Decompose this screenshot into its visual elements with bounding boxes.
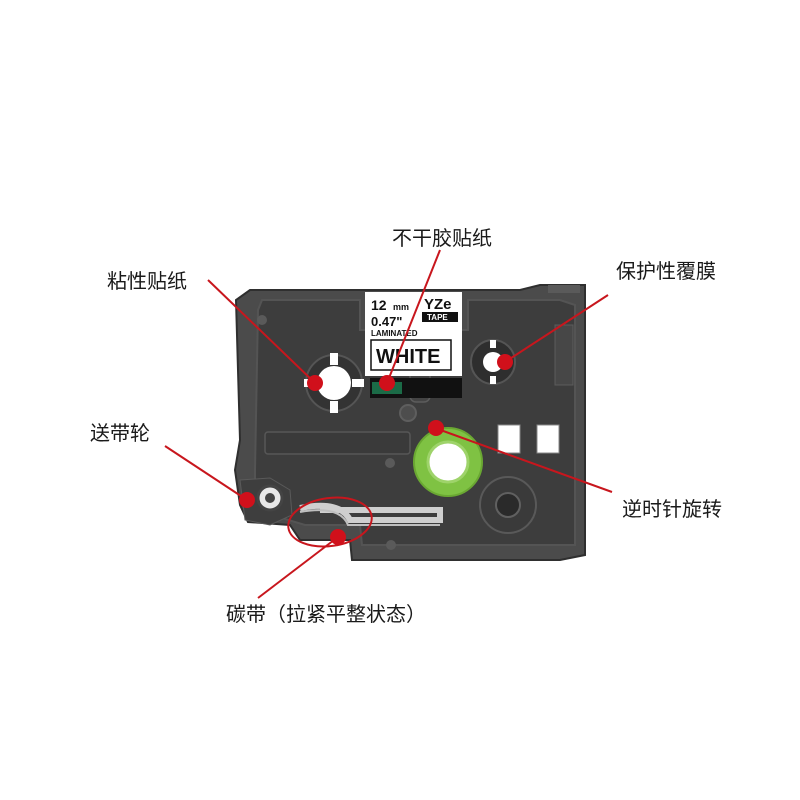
callout-counterclockwise: 逆时针旋转 [622,497,722,521]
label-width-unit: mm [393,302,409,312]
label-width: 12 [371,297,387,313]
leader-lines [164,249,613,599]
callout-non-adhesive: 不干胶贴纸 [392,226,492,250]
callout-ink-ribbon: 碳带（拉紧平整状态） [226,602,426,626]
adhesive-spool [304,353,364,413]
callout-adhesive: 粘性贴纸 [107,269,187,293]
label-brand-bottom: TAPE [427,313,448,322]
tape-spool [479,476,537,534]
ink-ribbon [299,502,443,526]
label-brand-top: YZe [424,296,452,313]
cassette-label: 12 mm YZe TAPE 0.47" LAMINATED WHITE [365,292,462,376]
label-inch: 0.47" [371,314,402,329]
film-spool [470,339,516,385]
callout-protective-film: 保护性覆膜 [616,259,716,283]
ribbon-takeup-spool [413,427,483,497]
label-type: LAMINATED [371,329,418,338]
leader-dots [239,354,513,545]
label-color: WHITE [376,346,440,368]
ribbon-highlight [287,496,373,548]
callout-feed-wheel: 送带轮 [90,421,150,445]
window-left [497,424,521,454]
window-right [536,424,560,454]
